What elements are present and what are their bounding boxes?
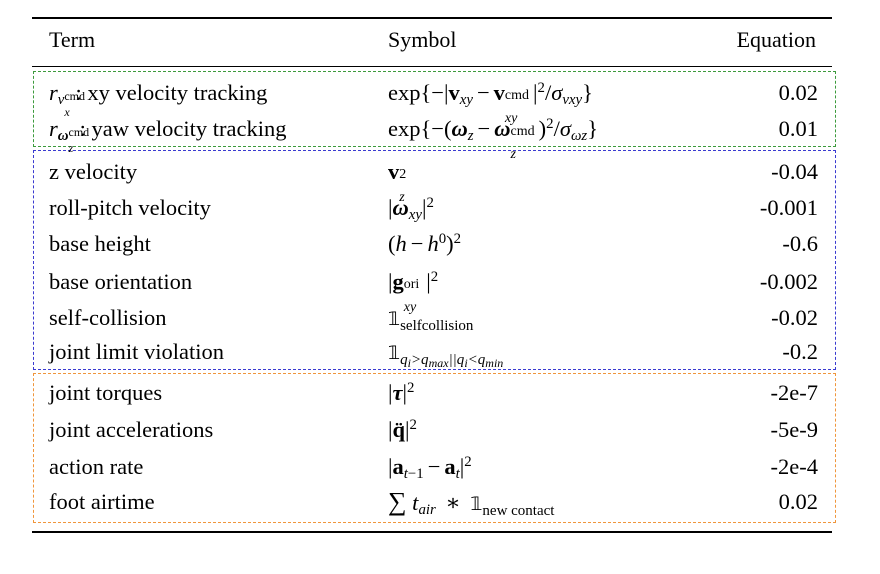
equation-value: -0.001 [759,195,818,220]
equation-value: 0.02 [778,489,818,514]
term-label: action rate [49,454,144,479]
symbol-cell: |ωxy|2 [388,194,434,224]
top-rule [32,17,832,19]
equation-value: -0.02 [771,305,818,330]
term-label: : yaw velocity tracking [79,116,287,141]
bottom-rule [32,531,832,533]
table-row-action-rate: action rate |at−1−at|2 -2e-4 [0,450,880,486]
cmd-label: cmd [68,125,90,140]
table-row-roll-pitch-velocity: roll-pitch velocity |ωxy|2 -0.001 [0,191,880,227]
table-row-foot-airtime: foot airtime ∑ tair ∗ 𝟙new contact 0.02 [0,485,880,521]
symbol-cell: |q̈|2 [388,416,417,442]
term-label: joint accelerations [49,417,214,442]
symbol-cell: |τ|2 [388,379,415,405]
term-label: base orientation [49,269,193,294]
equation-value: 0.02 [778,80,818,105]
term-label: self-collision [49,305,167,330]
equation-value: -0.002 [759,269,818,294]
header-equation: Equation [736,27,816,52]
equation-value: -5e-9 [770,417,818,442]
term-label: roll-pitch velocity [49,195,211,220]
stability-group-box [33,150,836,370]
equation-value: -2e-4 [770,454,818,479]
cmd-label: cmd [510,124,535,139]
header-rule [32,66,832,67]
equation-value: -0.04 [771,159,818,184]
header-symbol: Symbol [388,27,457,52]
indicator-symbol: 𝟙 [470,493,483,515]
term-label: joint torques [49,380,163,405]
cmd-label: cmd [504,88,529,103]
task-group-box [33,71,836,147]
ori-label: ori [403,277,420,292]
term-label: z velocity [49,159,138,184]
cmd-label: cmd [64,89,86,104]
table-row-self-collision: self-collision 𝟙selfcollision -0.02 [0,301,880,337]
term-label: base height [49,231,151,256]
indicator-symbol: 𝟙 [388,342,401,364]
term-label: : xy velocity tracking [75,80,268,105]
equation-value: -0.2 [782,339,818,364]
symbol-cell: 𝟙qi>qmax||qi<qmin [388,342,504,371]
header-term: Term [49,27,96,52]
equation-value: -2e-7 [770,380,818,405]
table-row-base-height: base height (h−h0)2 -0.6 [0,227,880,263]
indicator-symbol: 𝟙 [388,308,401,330]
symbol-cell: |at−1−at|2 [388,453,472,483]
selfcollision-label: selfcollision [400,317,474,334]
new-contact-label: new contact [482,502,555,519]
table-row-joint-accelerations: joint accelerations |q̈|2 -5e-9 [0,413,880,449]
term-label: foot airtime [49,489,155,514]
table-row-joint-limit-violation: joint limit violation 𝟙qi>qmax||qi<qmin … [0,335,880,371]
smoothness-group-box [33,373,836,523]
symbol-cell: ∑ tair ∗ 𝟙new contact [388,487,555,519]
symbol-cell: 𝟙selfcollision [388,301,473,336]
equation-value: 0.01 [778,116,818,141]
table-row-joint-torques: joint torques |τ|2 -2e-7 [0,376,880,412]
equation-value: -0.6 [782,231,818,256]
symbol-cell: (h−h0)2 [388,230,462,256]
term-label: joint limit violation [49,339,225,364]
